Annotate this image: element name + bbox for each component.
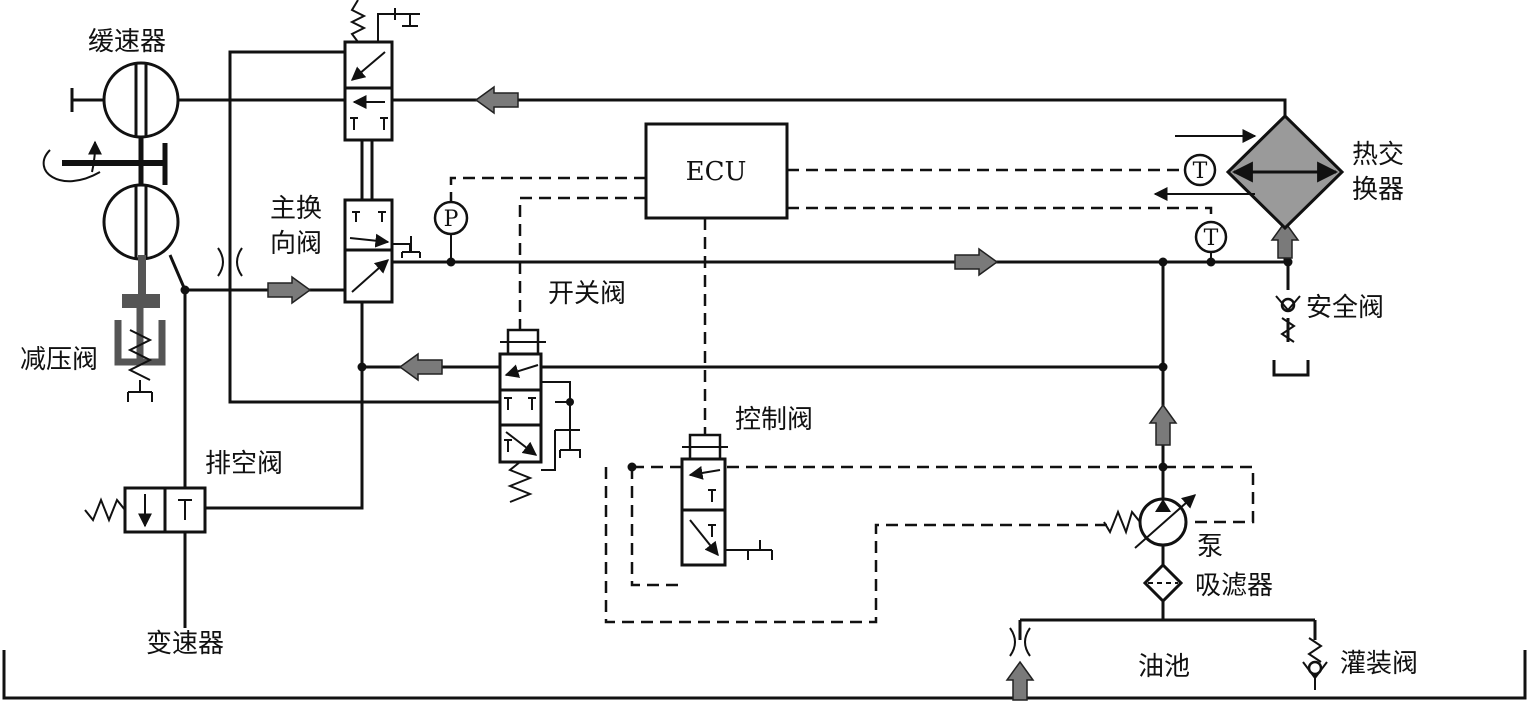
temperature-sensor-1: [1183, 153, 1217, 187]
temperature-sensor-2-symbol: T: [1204, 226, 1219, 251]
retarder-assembly: [42, 61, 180, 261]
heat-exchanger-label-line1: 热交: [1352, 140, 1404, 170]
switch-valve-label: 开关阀: [548, 279, 626, 309]
retarder-label: 缓速器: [88, 27, 166, 57]
flow-arrow-up-exchanger: [1270, 220, 1300, 259]
pump-label: 泵: [1197, 532, 1223, 562]
suction-filter-label: 吸滤器: [1195, 571, 1273, 601]
flow-arrow-left-top: [474, 85, 519, 115]
labels: 缓速器 主换 向阀 减压阀 排空阀 变速器 开关阀 控制阀 热交 换器 安全阀 …: [20, 27, 1418, 682]
safety-valve-label: 安全阀: [1306, 293, 1384, 323]
control-signal-lines: [449, 168, 1255, 624]
main-valve-label-line1: 主换: [270, 194, 322, 224]
transmission-label: 变速器: [146, 629, 224, 659]
heat-exchanger-label-line2: 换器: [1352, 175, 1404, 205]
orifice-left: [217, 247, 243, 277]
ecu: ECU: [644, 122, 789, 220]
flow-arrow-up-pump: [1148, 403, 1178, 446]
suction-filter: [1142, 562, 1184, 604]
main-valve-label-line2: 向阀: [270, 229, 322, 259]
temperature-sensor-1-symbol: T: [1193, 159, 1208, 184]
pressure-reducing-valve-label: 减压阀: [20, 345, 98, 375]
control-valve-label: 控制阀: [735, 405, 813, 435]
fill-valve: [1302, 637, 1328, 690]
pump: [1103, 494, 1197, 549]
oil-sump-label: 油池: [1138, 652, 1190, 682]
flow-arrows: [267, 85, 1300, 701]
switch-valve: [498, 328, 581, 503]
flow-arrow-left-switch: [398, 352, 443, 382]
sensors: P T T: [433, 153, 1228, 262]
ecu-label: ECU: [686, 157, 747, 187]
flow-arrow-up-sump: [1005, 660, 1035, 701]
orifice-sump: [1009, 627, 1031, 657]
pressure-sensor-symbol: P: [444, 207, 459, 232]
control-valve: [680, 433, 773, 567]
upper-directional-valve: [343, 0, 420, 142]
main-directional-valve: [343, 198, 421, 304]
heat-exchanger: [1153, 113, 1345, 231]
exhaust-valve-label: 排空阀: [205, 449, 283, 479]
flow-arrow-right-pressure: [954, 247, 999, 277]
fill-valve-label: 灌装阀: [1340, 649, 1418, 679]
safety-valve: [1275, 295, 1301, 343]
junction-dots: [180, 257, 1293, 472]
pressure-reducing-valve: [114, 255, 166, 402]
flow-arrow-right-main: [267, 275, 312, 305]
exhaust-valve: [84, 486, 207, 534]
